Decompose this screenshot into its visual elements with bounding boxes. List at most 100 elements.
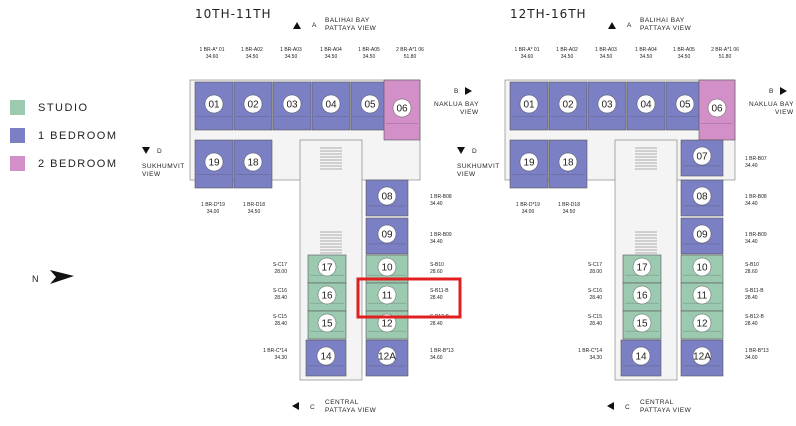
plan0-unit-16-badge: [317, 285, 337, 305]
plan1-view-d-arrow-icon: [457, 147, 465, 154]
plan0-top-label-5-size: 51.80: [404, 54, 417, 60]
plan0-col-right-label-2-size: 28.60: [430, 269, 443, 275]
plan1-view-b-name: NAKLUA BAY: [749, 101, 794, 108]
plan0-view-b-letter: B: [454, 88, 459, 95]
plan0-unit-08-badge: [377, 186, 397, 206]
plan0-view-d-name: SUKHUMVIT: [142, 163, 185, 170]
plan0-unit-18-number: 18: [247, 158, 259, 169]
plan0-top-label-4-code: 1 BR-A05: [358, 47, 380, 53]
plan0-unit-14-number: 14: [320, 352, 332, 363]
plan0-view-c-name: CENTRAL: [325, 399, 359, 406]
plan0-unit-14-room: [305, 339, 347, 377]
north-compass: N: [32, 270, 74, 284]
plan0-unit-11-badge: [377, 285, 397, 305]
plan1-col-left-label-3-size: 34.30: [589, 355, 602, 361]
plan0-unit-06-badge: [392, 98, 412, 118]
plan1-unit-02-badge: [558, 94, 578, 114]
plan1-unit-08-badge: [692, 186, 712, 206]
legend-label-1-bedroom: 1 BEDROOM: [38, 130, 118, 142]
plan1-left-label-0-size: 34.00: [522, 209, 535, 215]
plan0-unit-19-badge: [204, 152, 224, 172]
plan1-unit-01-number: 01: [523, 100, 535, 111]
plan1-unit-02-number: 02: [562, 100, 574, 111]
plan1-left-label-1-code: 1 BR-D18: [558, 202, 580, 208]
plan1-view-b-arrow-icon: [780, 87, 787, 95]
plan1-unit-01-badge: [519, 94, 539, 114]
plan1-col-right-label-5-code: S-B12-B: [745, 314, 765, 320]
plan1-unit-17-number: 17: [636, 263, 648, 274]
plan1-unit-18-number: 18: [562, 158, 574, 169]
plan1-unit-07-number: 07: [696, 152, 708, 163]
north-arrow-icon: [50, 270, 74, 284]
plan1-unit-16-badge: [632, 285, 652, 305]
plan0-view-c-arrow-icon: [292, 402, 299, 410]
plan1-unit-11-badge: [692, 285, 712, 305]
plan1-col-right-label-0-size: 34.40: [745, 163, 758, 169]
plan0-unit-09-number: 09: [381, 230, 393, 241]
plan1-view-c-sub: PATTAYA VIEW: [640, 407, 692, 414]
plan1-unit-06-badge: [707, 98, 727, 118]
plan0-col-left-label-0-size: 28.00: [274, 269, 287, 275]
plan1-top-label-2-size: 34.50: [600, 54, 613, 60]
plan0-left-label-1-size: 34.50: [248, 209, 261, 215]
plan1-unit-09-number: 09: [696, 230, 708, 241]
plan0-view-a-sub: PATTAYA VIEW: [325, 25, 377, 32]
plan1-view-c-arrow-icon: [607, 402, 614, 410]
plan0-unit-02-number: 02: [247, 100, 259, 111]
plan0-col-right-label-2-code: S-B10: [430, 262, 444, 268]
plan1-view-c-letter: C: [625, 404, 630, 411]
plan0-view-c-sub: PATTAYA VIEW: [325, 407, 377, 414]
plan1-unit-05-badge: [675, 94, 695, 114]
plan0-col-left-label-2-code: S-C15: [273, 314, 287, 320]
plan1-view-d-letter: D: [472, 148, 477, 155]
plan0-col-right-label-5-size: 34.60: [430, 355, 443, 361]
plan0-unit-11-number: 11: [382, 291, 393, 302]
plan1-col-right-label-3-size: 28.60: [745, 269, 758, 275]
plan1-top-label-3-code: 1 BR-A04: [635, 47, 657, 53]
plan0-unit-04-number: 04: [325, 100, 337, 111]
plan1-unit-15-badge: [632, 313, 652, 333]
plan0-col-left-label-3-size: 34.30: [274, 355, 287, 361]
plan1-left-label-1-size: 34.50: [563, 209, 576, 215]
plan1-view-a-sub: PATTAYA VIEW: [640, 25, 692, 32]
plan0-floor-title: 10TH-11TH: [195, 7, 272, 21]
plan1-col-left-label-2-code: S-C15: [588, 314, 602, 320]
plan1-unit-05-number: 05: [679, 100, 691, 111]
plan0-col-right-label-1-size: 34.40: [430, 239, 443, 245]
plan0-view-b-arrow-icon: [465, 87, 472, 95]
plan1-col-right-label-1-code: 1 BR-B08: [745, 194, 767, 200]
plan0-unit-12A-badge: [377, 346, 397, 366]
plan1-unit-12-badge: [692, 313, 712, 333]
plan0-col-right-label-1-code: 1 BR-B09: [430, 232, 452, 238]
plan1-top-label-4-size: 34.50: [678, 54, 691, 60]
plan1-col-right-label-6-size: 34.60: [745, 355, 758, 361]
plan0-col-right-label-3-size: 28.40: [430, 295, 443, 301]
plan0-unit-15-badge: [317, 313, 337, 333]
plan0-unit-19-number: 19: [208, 158, 220, 169]
plan1-view-a-letter: A: [627, 22, 632, 29]
plan1-unit-14-number: 14: [635, 352, 647, 363]
plan1-unit-19-number: 19: [523, 158, 535, 169]
plan0-col-left-label-1-size: 28.40: [274, 295, 287, 301]
plan0-col-right-label-3-code: S-B11-B: [430, 288, 449, 294]
plan0-unit-09-badge: [377, 224, 397, 244]
plan1-unit-04-number: 04: [640, 100, 652, 111]
plan0-unit-12A-number: 12A: [378, 352, 396, 363]
plan0-top-label-2-code: 1 BR-A03: [280, 47, 302, 53]
plan1-col-left-label-2-size: 28.40: [589, 321, 602, 327]
plan1-view-d-sub: VIEW: [457, 171, 476, 178]
plan1-top-label-1-size: 34.50: [561, 54, 574, 60]
plan1-unit-12A-number: 12A: [693, 352, 711, 363]
plan0-left-label-0-code: 1 BR-D*19: [201, 202, 225, 208]
plan0-col-left-label-1-code: S-C16: [273, 288, 287, 294]
plan1-col-right-label-4-size: 28.40: [745, 295, 758, 301]
plan1-col-right-label-4-code: S-B11-B: [745, 288, 764, 294]
plan0-col-left-label-0-code: S-C17: [273, 262, 287, 268]
plan1-unit-19-badge: [519, 152, 539, 172]
plan1-top-label-0-size: 34.60: [521, 54, 534, 60]
plan0-unit-17-number: 17: [321, 263, 333, 274]
plan1-unit-09-badge: [692, 224, 712, 244]
plan0-unit-06-number: 06: [396, 104, 408, 115]
plan0-unit-10-number: 10: [381, 263, 393, 274]
